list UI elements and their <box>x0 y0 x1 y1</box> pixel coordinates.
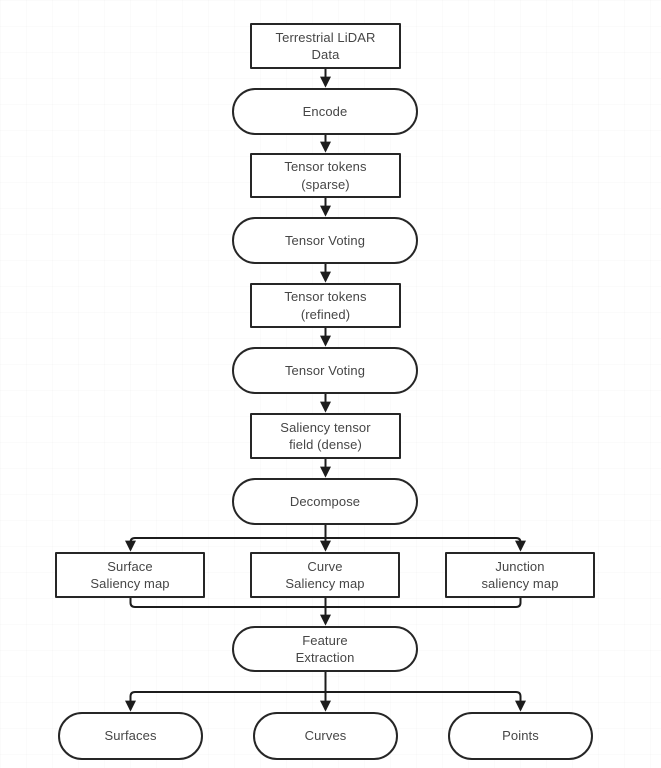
node-label: Feature Extraction <box>295 632 355 665</box>
node-label: Encode <box>302 103 348 119</box>
node-terrestrial-lidar-data: Terrestrial LiDAR Data <box>250 23 401 69</box>
node-label: Curve Saliency map <box>285 558 365 591</box>
node-tensor-voting-2: Tensor Voting <box>232 347 418 394</box>
node-encode: Encode <box>232 88 418 135</box>
edge-feature-to-surfaces <box>125 691 326 712</box>
node-label: Saliency tensor field (dense) <box>280 419 371 452</box>
node-label: Surfaces <box>104 728 157 744</box>
edge-surface-map-to-feature <box>129 598 326 608</box>
node-curves: Curves <box>253 712 398 760</box>
node-tensor-tokens-sparse: Tensor tokens (sparse) <box>250 153 401 198</box>
node-saliency-tensor-field: Saliency tensor field (dense) <box>250 413 401 459</box>
node-label: Points <box>502 728 539 744</box>
node-tensor-voting-1: Tensor Voting <box>232 217 418 264</box>
edge-feature-to-points <box>325 691 526 712</box>
node-tensor-tokens-refined: Tensor tokens (refined) <box>250 283 401 328</box>
node-feature-extraction: Feature Extraction <box>232 626 418 672</box>
node-junction-saliency-map: Junction saliency map <box>445 552 595 598</box>
node-label: Curves <box>304 728 347 744</box>
node-points: Points <box>448 712 593 760</box>
node-surface-saliency-map: Surface Saliency map <box>55 552 205 598</box>
edge-junction-map-to-feature <box>325 598 522 608</box>
node-curve-saliency-map: Curve Saliency map <box>250 552 400 598</box>
node-label: Tensor tokens (sparse) <box>284 159 367 192</box>
edge-decompose-to-surface-map <box>125 537 326 552</box>
node-decompose: Decompose <box>232 478 418 525</box>
edge-decompose-to-junction-map <box>325 537 526 552</box>
node-label: Tensor Voting <box>284 362 366 378</box>
node-label: Tensor Voting <box>284 232 366 248</box>
node-label: Surface Saliency map <box>90 558 170 591</box>
node-label: Tensor tokens (refined) <box>284 289 367 322</box>
node-surfaces: Surfaces <box>58 712 203 760</box>
node-label: Decompose <box>289 493 361 509</box>
node-label: Junction saliency map <box>481 558 559 591</box>
node-label: Terrestrial LiDAR Data <box>275 29 376 62</box>
